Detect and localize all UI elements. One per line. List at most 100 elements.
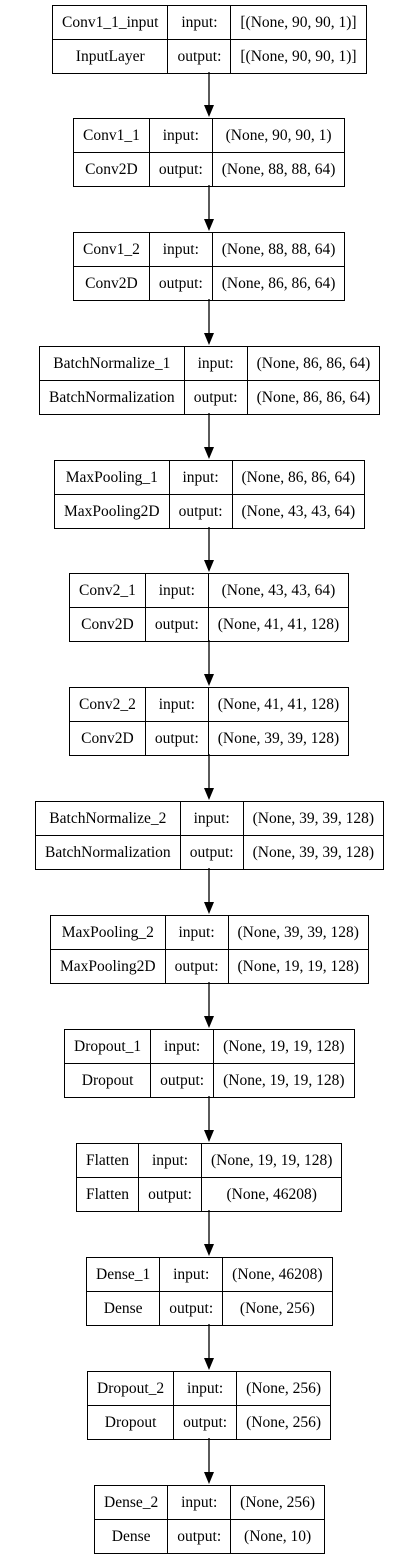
output-label: output: — [150, 1063, 215, 1098]
output-shape: (None, 39, 39, 128) — [207, 721, 350, 756]
flow-arrow — [204, 640, 214, 686]
output-label: output: — [144, 607, 209, 642]
output-shape: (None, 46208) — [200, 1177, 343, 1212]
input-label: input: — [167, 1485, 232, 1520]
input-shape: [(None, 90, 90, 1)] — [230, 5, 367, 40]
flow-arrow — [204, 754, 214, 800]
output-shape: (None, 88, 88, 64) — [211, 152, 346, 187]
layer-name: BatchNormalize_1 — [39, 346, 185, 381]
layer-type: Conv2D — [69, 721, 146, 756]
layer-name: Dropout_2 — [86, 1371, 175, 1406]
layer-type: Conv2D — [69, 607, 146, 642]
input-label: input: — [168, 460, 233, 495]
flow-arrow — [204, 299, 214, 345]
output-label: output: — [167, 39, 232, 74]
flow-arrow — [204, 868, 214, 914]
output-label: output: — [164, 949, 229, 984]
input-label: input: — [164, 915, 229, 950]
input-label: input: — [179, 801, 244, 836]
output-shape: (None, 10) — [230, 1519, 326, 1554]
output-shape: (None, 43, 43, 64) — [231, 494, 366, 529]
input-label: input: — [150, 1029, 215, 1064]
flow-arrow — [204, 1438, 214, 1484]
output-label: output: — [144, 721, 209, 756]
input-label: input: — [144, 687, 209, 722]
input-label: input: — [138, 1143, 202, 1178]
input-shape: (None, 43, 43, 64) — [207, 573, 350, 608]
input-shape: (None, 41, 41, 128) — [207, 687, 350, 722]
input-label: input: — [144, 573, 209, 608]
layer-type: BatchNormalization — [39, 380, 185, 415]
input-shape: (None, 256) — [230, 1485, 326, 1520]
layer-type: Dropout — [63, 1063, 152, 1098]
layer-name: Conv2_2 — [69, 687, 146, 722]
output-label: output: — [168, 494, 233, 529]
input-label: input: — [159, 1257, 224, 1292]
output-shape: [(None, 90, 90, 1)] — [230, 39, 367, 74]
layer-name: BatchNormalize_2 — [35, 801, 181, 836]
layer-type: MaxPooling2D — [54, 494, 170, 529]
output-shape: (None, 39, 39, 128) — [242, 835, 385, 870]
output-shape: (None, 19, 19, 128) — [213, 1063, 355, 1098]
output-label: output: — [179, 835, 244, 870]
flow-arrow — [204, 1210, 214, 1256]
layer-name: Conv1_2 — [73, 232, 150, 267]
output-label: output: — [183, 380, 248, 415]
layer-name: Dense_1 — [85, 1257, 161, 1292]
flow-arrow — [204, 72, 214, 117]
layer-type: InputLayer — [51, 39, 169, 74]
layer-type: Conv2D — [73, 152, 150, 187]
layer-type: Flatten — [75, 1177, 140, 1212]
flow-arrow — [204, 982, 214, 1028]
flow-arrow — [204, 527, 214, 572]
flow-arrow — [204, 413, 214, 459]
input-shape: (None, 256) — [236, 1371, 331, 1406]
layer-name: Conv2_1 — [69, 573, 146, 608]
layer-name: Dense_2 — [93, 1485, 169, 1520]
output-label: output: — [159, 1291, 224, 1326]
input-shape: (None, 90, 90, 1) — [211, 118, 346, 153]
input-shape: (None, 19, 19, 128) — [200, 1143, 343, 1178]
layer-type: Dense — [93, 1519, 169, 1554]
flow-arrow — [204, 1096, 214, 1142]
output-label: output: — [173, 1405, 238, 1440]
layer-type: MaxPooling2D — [50, 949, 166, 984]
input-shape: (None, 86, 86, 64) — [246, 346, 381, 381]
input-label: input: — [173, 1371, 238, 1406]
input-shape: (None, 19, 19, 128) — [213, 1029, 355, 1064]
output-shape: (None, 256) — [236, 1405, 331, 1440]
input-shape: (None, 46208) — [222, 1257, 333, 1292]
input-label: input: — [148, 118, 213, 153]
output-shape: (None, 19, 19, 128) — [227, 949, 369, 984]
output-label: output: — [138, 1177, 202, 1212]
layer-type: Dense — [85, 1291, 161, 1326]
flow-arrow — [204, 1324, 214, 1370]
input-shape: (None, 39, 39, 128) — [227, 915, 369, 950]
output-label: output: — [167, 1519, 232, 1554]
output-label: output: — [148, 152, 213, 187]
input-shape: (None, 39, 39, 128) — [242, 801, 385, 836]
output-shape: (None, 86, 86, 64) — [246, 380, 381, 415]
layer-type: BatchNormalization — [35, 835, 181, 870]
layer-type: Dropout — [86, 1405, 175, 1440]
